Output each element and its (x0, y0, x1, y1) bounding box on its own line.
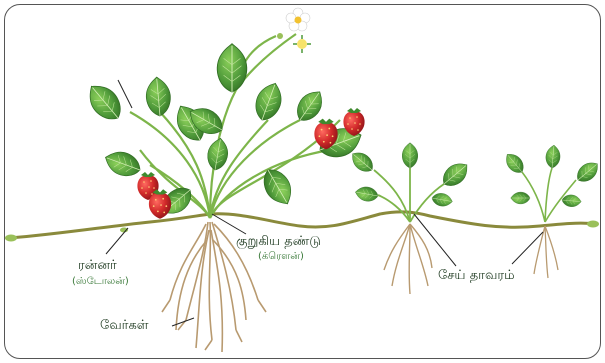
roots-label: வேர்கள் (100, 318, 149, 334)
leaf-pointer-line (118, 80, 132, 108)
runner-tip-right (587, 221, 599, 228)
strawberry-flowers (277, 8, 311, 53)
daughter-plant-2 (502, 144, 603, 222)
crown-pointer-line (212, 214, 246, 234)
daughter-plant-2-roots (534, 226, 558, 278)
crown-sub-label: (க்ரௌன்) (258, 251, 304, 263)
runner-sub-label: (ஸ்டோலன்) (72, 276, 129, 288)
daughter-plant-1-roots (384, 224, 432, 294)
crown-label: குறுகிய தண்டு (236, 234, 321, 250)
runner-label: ரன்னர் (78, 258, 117, 274)
runner-pointer-line (106, 228, 128, 254)
daughter-plant-label: சேய் தாவரம் (438, 268, 515, 284)
runner-tip-left (5, 235, 17, 242)
daughter-plant-1 (348, 143, 473, 222)
daughter-pointer-line-2 (512, 232, 543, 264)
